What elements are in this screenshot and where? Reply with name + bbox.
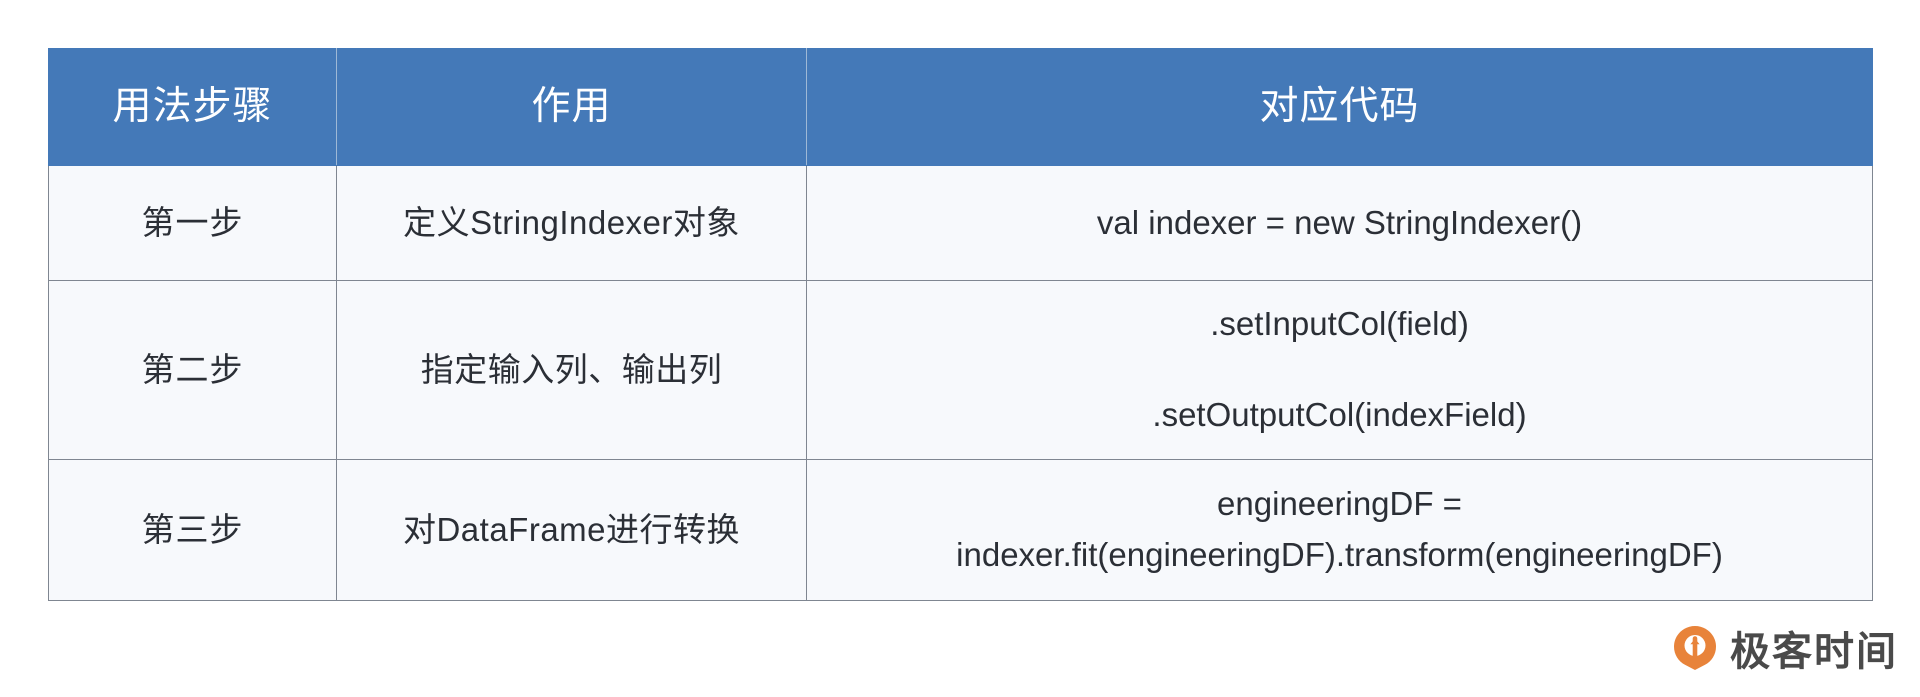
column-header-step: 用法步骤 (48, 48, 337, 166)
watermark: 极客时间 (1672, 619, 1898, 677)
table-body: 第一步 定义StringIndexer对象 val indexer = new … (48, 165, 1873, 601)
table-row: 第二步 指定输入列、输出列 .setInputCol(field) .setOu… (48, 280, 1873, 460)
table-header-row: 用法步骤 作用 对应代码 (48, 48, 1873, 166)
cell-purpose-2: 指定输入列、输出列 (336, 280, 807, 460)
geektime-circle-logo-icon (1672, 625, 1718, 671)
cell-step-2: 第二步 (48, 280, 337, 460)
usage-steps-table: 用法步骤 作用 对应代码 第一步 定义StringIndexer对象 val i… (48, 48, 1873, 601)
cell-step-1: 第一步 (48, 165, 337, 281)
code-line: .setOutputCol(indexField) (1152, 396, 1527, 433)
code-line: engineeringDF = (1217, 485, 1462, 523)
column-header-code: 对应代码 (806, 48, 1873, 166)
cell-code-3: engineeringDF = indexer.fit(engineeringD… (806, 459, 1873, 601)
table-row: 第三步 对DataFrame进行转换 engineeringDF = index… (48, 459, 1873, 601)
watermark-brand-text: 极客时间 (1730, 629, 1898, 675)
cell-code-1: val indexer = new StringIndexer() (806, 165, 1873, 281)
code-line: .setInputCol(field) (1210, 305, 1469, 343)
cell-code-2: .setInputCol(field) .setOutputCol(indexF… (806, 280, 1873, 460)
cell-purpose-1: 定义StringIndexer对象 (336, 165, 807, 281)
table-row: 第一步 定义StringIndexer对象 val indexer = new … (48, 165, 1873, 281)
column-header-purpose: 作用 (336, 48, 807, 166)
cell-purpose-3: 对DataFrame进行转换 (336, 459, 807, 601)
table-header: 用法步骤 作用 对应代码 (48, 48, 1873, 166)
code-line: val indexer = new StringIndexer() (1096, 203, 1583, 241)
code-line: indexer.fit(engineeringDF).transform(eng… (956, 536, 1723, 573)
cell-step-3: 第三步 (48, 459, 337, 601)
usage-steps-table-container: 用法步骤 作用 对应代码 第一步 定义StringIndexer对象 val i… (48, 48, 1873, 601)
